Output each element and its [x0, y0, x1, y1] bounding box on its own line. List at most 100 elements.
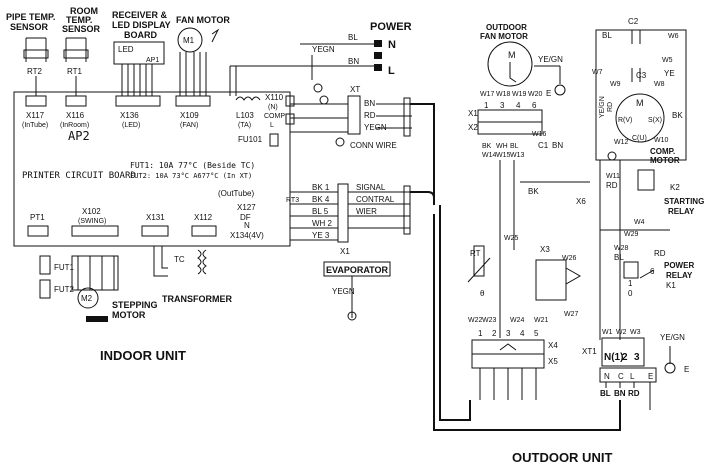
compressor-section: C2 BL W6 W7 C3 W5 W9 W8 YE M R(V) S(X) C… [592, 17, 687, 165]
svg-text:RD: RD [654, 249, 666, 258]
pipe-sensor-label-2: SENSOR [10, 22, 49, 32]
svg-text:W19: W19 [512, 91, 527, 98]
fan-motor-label: FAN MOTOR [176, 15, 230, 25]
room-sensor-label-1: ROOM [70, 6, 98, 16]
svg-text:6: 6 [532, 101, 537, 110]
svg-text:1: 1 [628, 279, 633, 288]
svg-text:X1: X1 [340, 247, 350, 256]
svg-text:X4: X4 [548, 341, 558, 350]
svg-text:W20: W20 [528, 91, 543, 98]
svg-text:K2: K2 [670, 183, 680, 192]
power-label: POWER [370, 21, 412, 33]
led-text: LED [118, 45, 134, 54]
svg-text:W4: W4 [634, 219, 645, 226]
svg-text:RD: RD [607, 102, 614, 112]
svg-text:X110: X110 [265, 93, 284, 102]
svg-text:FAN MOTOR: FAN MOTOR [480, 32, 528, 41]
svg-text:W27: W27 [564, 311, 579, 318]
svg-text:L: L [630, 372, 635, 381]
terminal-xt: XT BN RD YEGN CONN WIRE [290, 83, 412, 150]
connector-x110: X110 (N) COMP L [264, 93, 295, 129]
svg-text:COMP.: COMP. [650, 147, 675, 156]
signal-cable-run [433, 214, 621, 431]
svg-text:(SWING): (SWING) [78, 218, 106, 225]
svg-text:X109: X109 [180, 111, 199, 120]
m1-text: M1 [183, 36, 195, 45]
pipe-sensor-label-1: PIPE TEMP. [6, 12, 55, 22]
fuse-fu101: FU101 [238, 133, 279, 147]
svg-text:4: 4 [516, 101, 521, 110]
svg-text:POWER: POWER [664, 261, 694, 270]
svg-text:YEGN: YEGN [364, 123, 387, 132]
svg-text:W7: W7 [592, 69, 603, 76]
svg-text:FUT2: FUT2 [54, 285, 75, 294]
svg-text:X134(4V): X134(4V) [230, 231, 264, 240]
svg-text:L103: L103 [236, 111, 254, 120]
svg-text:X116: X116 [66, 111, 85, 120]
svg-text:W24: W24 [510, 317, 525, 324]
svg-text:1: 1 [484, 101, 489, 110]
svg-text:BK 1: BK 1 [312, 183, 330, 192]
connector-x109: X109 (FAN) [175, 95, 211, 129]
main-board [13, 91, 291, 247]
svg-text:X112: X112 [194, 213, 213, 222]
svg-text:(N): (N) [268, 104, 278, 111]
svg-text:WH: WH [496, 143, 508, 150]
receiver-label-3: BOARD [124, 30, 157, 40]
svg-text:BL 5: BL 5 [312, 207, 329, 216]
svg-text:YE/GN: YE/GN [599, 96, 606, 118]
svg-text:BN: BN [364, 99, 375, 108]
yegn-top: YEGN [312, 45, 335, 54]
svg-text:E: E [684, 365, 689, 374]
svg-text:RELAY: RELAY [668, 207, 695, 216]
svg-text:DF: DF [240, 213, 251, 222]
svg-text:W11: W11 [606, 173, 620, 180]
svg-text:C(U): C(U) [632, 135, 647, 142]
svg-text:X136: X136 [120, 111, 139, 120]
svg-text:2: 2 [622, 352, 628, 363]
svg-text:COMP: COMP [264, 113, 285, 120]
receiver-label-2: LED DISPLAY [112, 20, 171, 30]
svg-text:W23: W23 [482, 317, 497, 324]
receiver-label-1: RECEIVER & [112, 10, 168, 20]
svg-text:W22: W22 [468, 317, 483, 324]
svg-text:RD: RD [364, 111, 376, 120]
svg-text:(InRoom): (InRoom) [60, 122, 89, 129]
connector-x117: X117 (InTube) [22, 95, 48, 129]
svg-text:BL: BL [602, 31, 612, 40]
transformer-label: TRANSFORMER [162, 294, 232, 304]
svg-text:BK: BK [482, 143, 492, 150]
svg-text:(OutTube): (OutTube) [218, 189, 254, 198]
conn-wire: CONN WIRE [350, 141, 397, 150]
power-bn: BN [348, 57, 359, 66]
svg-text:W9: W9 [610, 81, 621, 88]
swing-section: PT1 X102 (SWING) X131 X112 M2 STEPPING M… [27, 207, 232, 322]
svg-text:YE/GN: YE/GN [538, 55, 563, 64]
room-sensor-ref: RT1 [67, 67, 83, 76]
svg-text:XT1: XT1 [582, 347, 597, 356]
svg-text:N(1): N(1) [604, 352, 623, 363]
svg-text:BL: BL [510, 143, 519, 150]
indoor-unit-label: INDOOR UNIT [100, 348, 186, 363]
svg-text:W12: W12 [614, 139, 629, 146]
svg-text:XT: XT [350, 85, 360, 94]
svg-text:K1: K1 [666, 281, 676, 290]
svg-text:L: L [270, 122, 274, 129]
svg-text:X3: X3 [540, 245, 550, 254]
power-bl: BL [348, 33, 358, 42]
outdoor-fan-motor: M YE/GN E W17 W18 W19 W20 1 3 4 6 X1 X2 … [468, 41, 566, 159]
svg-text:WH 2: WH 2 [312, 219, 333, 228]
svg-text:W26: W26 [562, 255, 577, 262]
outdoor-thermistor: RT θ [467, 245, 491, 298]
svg-text:(InTube): (InTube) [22, 122, 48, 129]
svg-text:RELAY: RELAY [666, 271, 693, 280]
svg-text:E: E [648, 372, 653, 381]
room-sensor-label-3: SENSOR [62, 24, 101, 34]
pipe-sensor-ref: RT2 [27, 67, 43, 76]
svg-text:3: 3 [506, 329, 511, 338]
svg-text:W25: W25 [504, 235, 519, 242]
svg-text:6: 6 [650, 267, 655, 276]
board-ref: AP2 [68, 129, 90, 143]
svg-text:RD: RD [606, 181, 618, 190]
